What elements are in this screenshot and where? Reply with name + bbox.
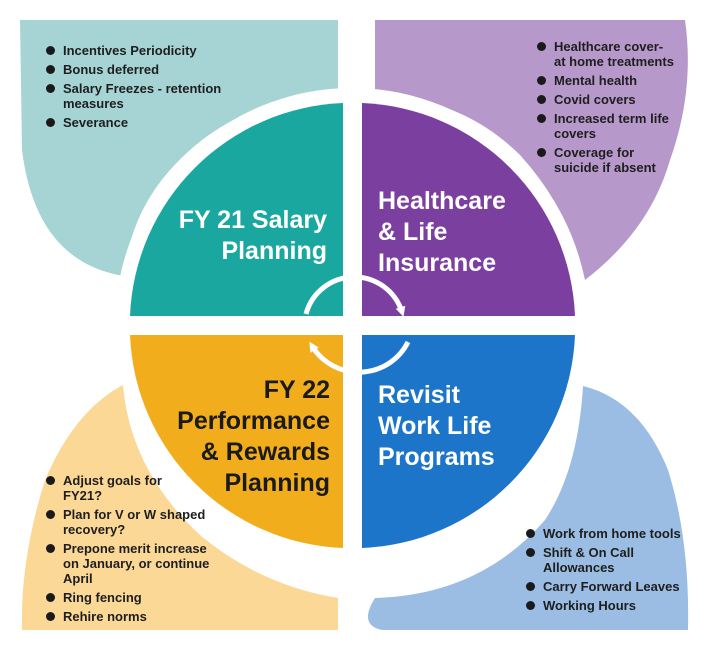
bullet-dot-icon [46,612,55,621]
healthcare-quadrant [362,103,575,316]
list-item: Carry Forward Leaves [526,579,686,594]
list-item-label: Working Hours [543,598,636,613]
salary-quadrant [130,103,343,316]
list-item-label: Coverage for suicide if absent [554,145,656,175]
performance-title-line: FY 22 [263,376,330,404]
list-item: Mental health [537,73,677,88]
list-item: Adjust goals for FY21? [46,473,226,503]
healthcare-card-shape [375,20,688,280]
list-item: Increased term life covers [537,111,677,141]
salary-title-line: Planning [221,237,327,265]
list-item: Working Hours [526,598,686,613]
bullet-dot-icon [46,46,55,55]
bullet-dot-icon [537,114,546,123]
list-item: Shift & On Call Allowances [526,545,686,575]
list-item-label: Shift & On Call Allowances [543,545,634,575]
list-item-label: Covid covers [554,92,636,107]
bullet-dot-icon [537,42,546,51]
performance-title-line: Performance [177,407,330,435]
salary-title-line: FY 21 Salary [178,206,327,234]
performance-title-line: Planning [224,469,330,497]
list-item-label: Salary Freezes - retention measures [63,81,222,111]
list-item: Healthcare cover- at home treatments [537,39,677,69]
healthcare-title: Healthcare & Life Insurance [378,186,568,279]
bullet-dot-icon [46,118,55,127]
bullet-dot-icon [46,544,55,553]
list-item: Salary Freezes - retention measures [46,81,246,111]
list-item-label: Severance [63,115,129,130]
list-item: Coverage for suicide if absent [537,145,677,175]
list-item-label: Work from home tools [543,526,681,541]
bullet-dot-icon [526,548,535,557]
bullet-dot-icon [526,582,535,591]
list-item: Severance [46,115,246,130]
list-item-label: Incentives Periodicity [63,43,197,58]
performance-card-shape [21,385,338,630]
list-item: Incentives Periodicity [46,43,246,58]
worklife-title: Revisit Work Life Programs [378,380,558,473]
performance-title: FY 22 Performance & Rewards Planning [140,375,330,499]
bullet-dot-icon [537,95,546,104]
bullet-dot-icon [526,601,535,610]
bullet-dot-icon [46,510,55,519]
bullet-dot-icon [537,76,546,85]
bullet-dot-icon [46,593,55,602]
list-item: Ring fencing [46,590,226,605]
list-item-label: Mental health [554,73,638,88]
list-item: Prepone merit increase on January, or co… [46,541,226,586]
worklife-card-list: Work from home tools Shift & On Call All… [526,526,686,617]
worklife-title-line: Programs [378,443,495,471]
list-item-label: Increased term life covers [554,111,669,141]
list-item: Work from home tools [526,526,686,541]
worklife-quadrant [362,335,575,548]
list-item: Plan for V or W shaped recovery? [46,507,226,537]
healthcare-title-line: Healthcare [378,187,506,215]
list-item: Rehire norms [46,609,226,624]
list-item: Bonus deferred [46,62,246,77]
list-item-label: Ring fencing [63,590,142,605]
performance-card-list: Adjust goals for FY21? Plan for V or W s… [46,473,226,628]
list-item-label: Plan for V or W shaped recovery? [63,507,206,537]
worklife-title-line: Work Life [378,412,492,440]
list-item-label: Adjust goals for FY21? [63,473,162,503]
healthcare-card-list: Healthcare cover- at home treatments Men… [537,39,677,179]
list-item-label: Prepone merit increase on January, or co… [63,541,210,586]
salary-card-list: Incentives Periodicity Bonus deferred Sa… [46,43,246,134]
list-item-label: Bonus deferred [63,62,160,77]
bullet-dot-icon [46,84,55,93]
healthcare-title-line: Insurance [378,249,497,277]
worklife-title-line: Revisit [378,381,460,409]
performance-title-line: & Rewards [200,438,330,466]
healthcare-title-line: & Life [378,218,448,246]
salary-card-shape [20,20,338,276]
salary-title: FY 21 Salary Planning [150,205,327,267]
list-item-label: Rehire norms [63,609,147,624]
cycle-arrow-counterclockwise-icon [309,340,411,375]
list-item-label: Carry Forward Leaves [543,579,680,594]
bullet-dot-icon [537,148,546,157]
worklife-card-shape [367,386,689,630]
list-item: Covid covers [537,92,677,107]
bullet-dot-icon [46,476,55,485]
cycle-arrow-clockwise-icon [303,274,406,317]
bullet-dot-icon [46,65,55,74]
list-item-label: Healthcare cover- at home treatments [554,39,674,69]
bullet-dot-icon [526,529,535,538]
performance-quadrant [130,335,343,548]
